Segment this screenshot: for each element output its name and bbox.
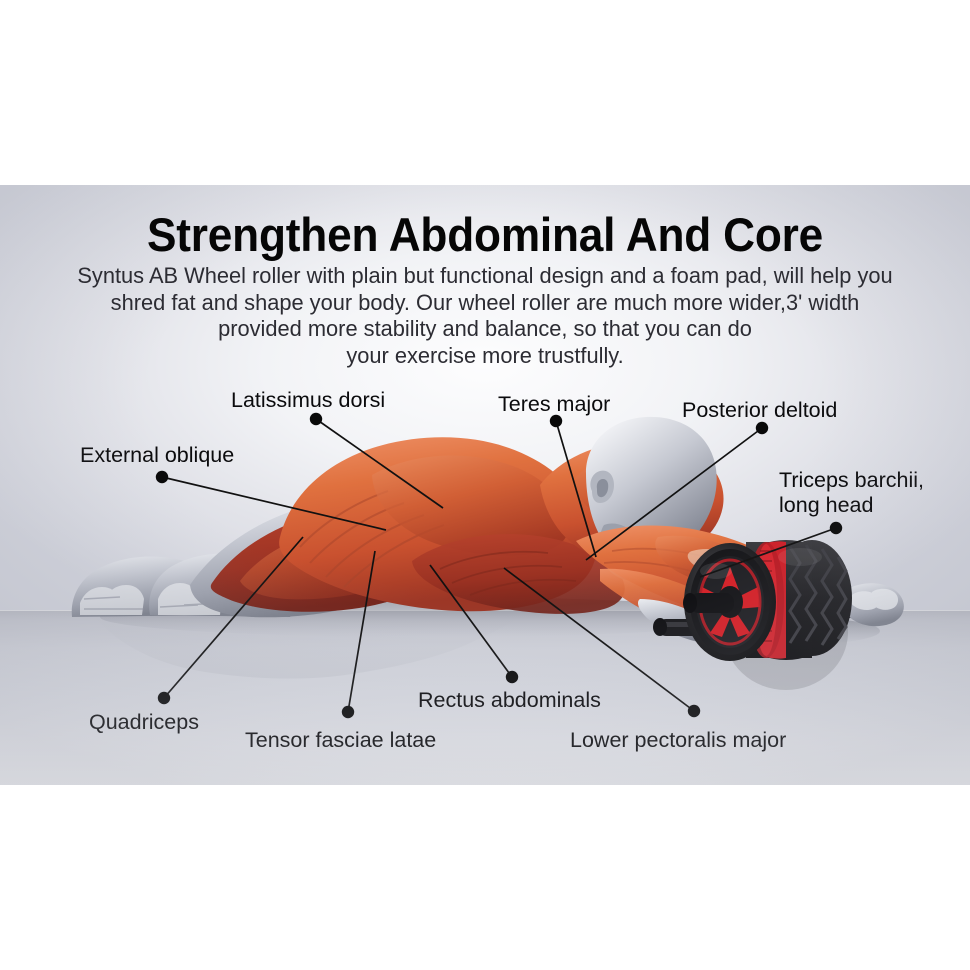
description-line: shred fat and shape your body. Our wheel…: [110, 289, 860, 315]
infographic-banner: Latissimus dorsi Teres major Posterior del…: [0, 185, 970, 785]
callout-label-line: long head: [779, 493, 874, 517]
description-line: your exercise more trustfully.: [346, 342, 624, 368]
callout-label-external-oblique: External oblique: [80, 443, 235, 467]
page-title: Strengthen Abdominal And Core: [146, 208, 824, 261]
callout-label-teres-major: Teres major: [498, 392, 611, 416]
callout-label-lower-pectoralis-major: Lower pectoralis major: [570, 728, 787, 752]
callout-label-posterior-deltoid: Posterior deltoid: [682, 398, 838, 422]
callout-label-line: Triceps barchii,: [779, 468, 924, 492]
ab-wheel: [683, 540, 852, 661]
callout-label-quadriceps: Quadriceps: [89, 710, 199, 734]
callout-label-triceps-brachii-long-head: Triceps barchii,long head: [779, 468, 924, 518]
product-description: Syntus AB Wheel roller with plain but fu…: [15, 263, 956, 369]
description-line: Syntus AB Wheel roller with plain but fu…: [77, 263, 893, 288]
callout-label-latissimus-dorsi: Latissimus dorsi: [231, 388, 386, 412]
callout-label-tensor-fasciae-latae: Tensor fasciae latae: [245, 728, 437, 752]
callout-label-rectus-abdominals: Rectus abdominals: [418, 688, 601, 712]
description-line: provided more stability and balance, so …: [218, 316, 752, 341]
